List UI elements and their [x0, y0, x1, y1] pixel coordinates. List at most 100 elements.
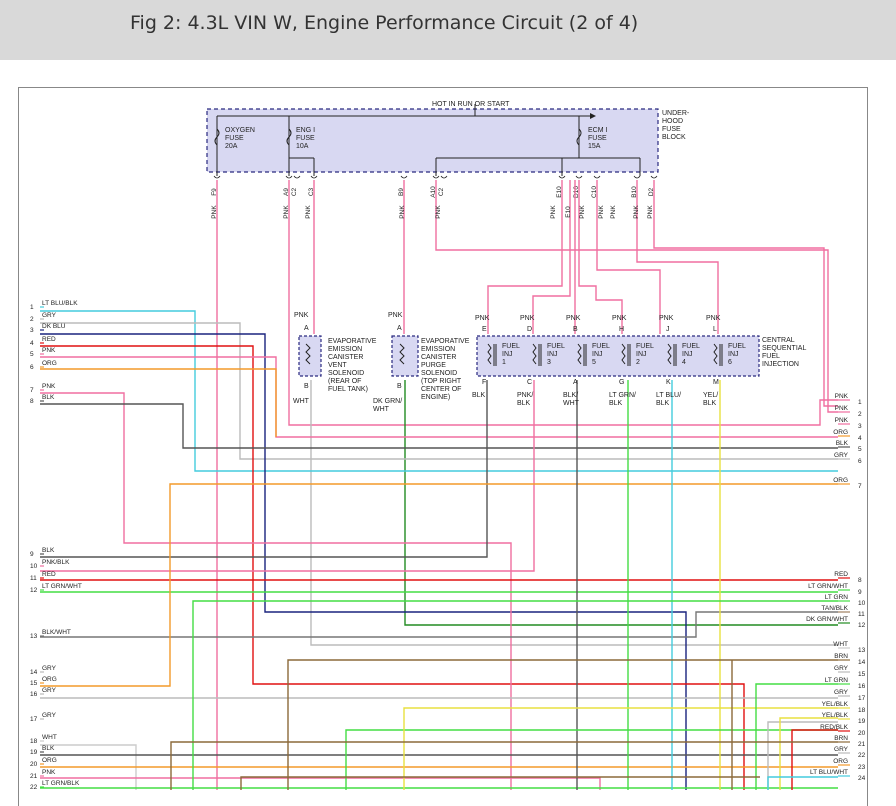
fuel-injectors: FUELINJ1EPNKFBLKFUELINJ3DPNKCPNK/BLKFUEL… [472, 315, 806, 407]
wire-color-label: PNK/ [517, 392, 533, 399]
diagram-label: INJ [636, 351, 647, 358]
wire-color-label: GRY [834, 452, 849, 459]
wire-color-label: BRN [834, 735, 848, 742]
connector-pin [400, 175, 408, 179]
wire-color-label: GRY [834, 689, 849, 696]
wire-color-label: PNK [435, 205, 442, 219]
wire-color-label: PNK [475, 315, 490, 322]
left-wire-7: 7 PNK [30, 383, 56, 394]
connector-pin [558, 175, 566, 179]
wire-color-label: LT GRN [825, 594, 849, 601]
pin-label: L [713, 326, 717, 333]
pin-label: B10 [631, 186, 638, 198]
wire [40, 744, 137, 790]
right-wire-21: BRN 21 [834, 735, 865, 748]
wire [404, 380, 838, 626]
wire-color-label: BLK [42, 547, 55, 554]
diagram-label: FUSE [588, 135, 607, 142]
wire-number: 8 [858, 577, 862, 584]
wire [40, 380, 535, 572]
wire [310, 380, 838, 646]
diagram-label: CENTRAL [762, 337, 795, 344]
wire-color-label: GRY [834, 665, 849, 672]
wire [40, 368, 277, 437]
connector-pin [432, 175, 440, 179]
wire-color-label: PNK [399, 205, 406, 219]
pin-label: D10 [573, 186, 580, 198]
wire-color-label: LT BLU/BLK [42, 300, 78, 307]
wire-color-label: RED [42, 571, 56, 578]
diagram-label: 6 [728, 359, 732, 366]
pin-label: C2 [291, 187, 298, 196]
pin-label: A [304, 325, 309, 332]
wire-number: 23 [858, 764, 866, 771]
wire-color-label: PNK [42, 769, 56, 776]
left-wire-3: 3DK BLU [30, 323, 66, 334]
diagram-label: FUEL [636, 343, 654, 350]
diagram-label: 20A [225, 143, 238, 150]
wire-number: 4 [858, 435, 862, 442]
wire-color-label: YEL/ [703, 392, 718, 399]
wire-number: 21 [858, 741, 866, 748]
diagram-label: 10A [296, 143, 309, 150]
diagram-label: EVAPORATIVE [328, 338, 377, 345]
pin-label: K [666, 379, 671, 386]
wire-number: 6 [858, 458, 862, 465]
wire [40, 322, 838, 460]
connector-pin [285, 175, 293, 179]
wire-number: 7 [30, 387, 34, 394]
wire-color-label: PNK [550, 205, 557, 219]
wire [40, 611, 838, 638]
wire-number: 12 [30, 587, 38, 594]
pin-label: E10 [565, 206, 572, 218]
left-wire-1: 1LT BLU/BLK [30, 300, 78, 311]
wire [40, 392, 512, 790]
wire-number: 14 [30, 669, 38, 676]
wire-number: 4 [30, 340, 34, 347]
wire-color-label: PNK [42, 383, 56, 390]
diagram-label: INJ [547, 351, 558, 358]
pin-label: A [573, 379, 578, 386]
pin-label: A [397, 325, 402, 332]
wire-color-label: BLK [472, 392, 486, 399]
wire-number: 7 [858, 483, 862, 490]
pin-label: J [666, 326, 670, 333]
wire-number: 18 [30, 738, 38, 745]
wire-color-label: PNK [598, 205, 605, 219]
wire-color-label: BLK [42, 394, 55, 401]
wire-color-label: ORG [833, 429, 848, 436]
wire [767, 721, 838, 790]
wire [767, 776, 838, 790]
wire [653, 180, 838, 407]
wire-color-label: PNK [211, 205, 218, 219]
pin-label: C2 [438, 187, 445, 196]
wire [578, 180, 623, 334]
wire-color-label: WHT [833, 641, 848, 648]
wire-color-label: PNK [579, 205, 586, 219]
wire-color-label: BRN [834, 653, 848, 660]
wire-color-label: GRY [834, 746, 849, 753]
wire-color-label: BLK [656, 400, 670, 407]
figure-header: Fig 2: 4.3L VIN W, Engine Performance Ci… [0, 0, 896, 60]
wire [40, 403, 838, 449]
wire-number: 1 [858, 399, 862, 406]
diagram-label: 15A [588, 143, 601, 150]
pin-label: B9 [398, 188, 405, 196]
